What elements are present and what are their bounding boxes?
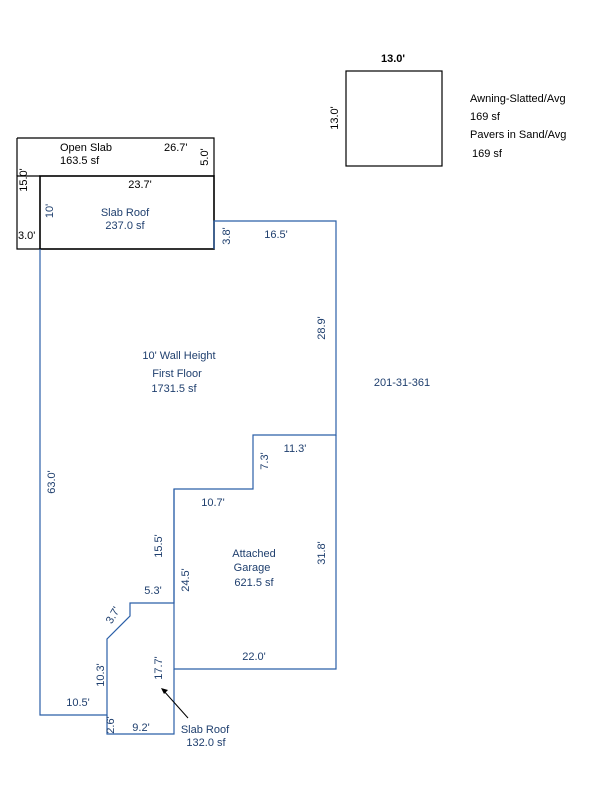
slab-roof-bottom-dim-left: 2.6'	[105, 716, 117, 733]
first-floor-dim-mid-top: 10.7'	[201, 497, 225, 509]
first-floor-dim-right: 28.9'	[316, 316, 328, 340]
garage-name-line2: Garage	[234, 562, 271, 574]
open-slab-dim-bottom-left: 3.0'	[18, 230, 35, 242]
pavers-label: Pavers in Sand/Avg	[470, 129, 566, 141]
open-slab-left-outline	[16, 175, 40, 250]
first-floor-dim-inner-right: 7.3'	[259, 452, 271, 469]
awning-label: Awning-Slatted/Avg	[470, 93, 566, 105]
slab-roof-leader-line	[162, 689, 189, 719]
first-floor-dim-top-right: 16.5'	[264, 229, 288, 241]
first-floor-name: First Floor	[152, 368, 202, 380]
slab-roof-leader-arrow-icon	[161, 688, 168, 694]
first-floor-dim-low-left: 10.3'	[95, 663, 107, 687]
slab-roof-bottom-name: Slab Roof	[181, 724, 230, 736]
slab-roof-top-dim-left: 10'	[44, 204, 56, 218]
open-slab-name: Open Slab	[60, 142, 112, 154]
first-floor-dim-notch-top: 5.3'	[144, 585, 161, 597]
garage-dim-right: 31.8'	[316, 541, 328, 565]
slab-roof-top-area: 237.0 sf	[105, 220, 145, 232]
garage-area: 621.5 sf	[234, 577, 274, 589]
first-floor-area: 1731.5 sf	[151, 383, 197, 395]
first-floor-dim-step: 3.8'	[221, 227, 233, 244]
open-slab-dim-top: 26.7'	[164, 142, 188, 154]
slab-roof-top-name: Slab Roof	[101, 207, 150, 219]
first-floor-dim-diag: 3.7'	[104, 605, 123, 626]
garage-dim-left: 24.5'	[180, 568, 192, 592]
first-floor-wall-height: 10' Wall Height	[142, 350, 215, 362]
open-slab-area: 163.5 sf	[60, 155, 100, 167]
first-floor-outline	[39, 220, 337, 716]
slab-roof-top-outline	[39, 175, 215, 250]
parcel-id: 201-31-361	[374, 377, 430, 389]
awning-area: 169 sf	[470, 111, 501, 123]
first-floor-dim-left: 63.0'	[46, 470, 58, 494]
slab-roof-bottom-dim-right: 17.7'	[153, 656, 165, 680]
first-floor-dim-bottom: 10.5'	[66, 697, 90, 709]
slab-roof-bottom-dim-bottom: 9.2'	[132, 722, 149, 734]
slab-roof-bottom-outline	[106, 669, 175, 735]
open-slab-top-outline	[17, 137, 215, 176]
slab-roof-top-dim-top: 23.7'	[128, 179, 152, 191]
awning-dim-top: 13.0'	[381, 53, 405, 65]
open-slab-dim-right: 5.0'	[199, 148, 211, 165]
garage-dim-bottom: 22.0'	[242, 651, 266, 663]
garage-outline	[173, 435, 337, 670]
awning-outline	[345, 70, 443, 167]
garage-name-line1: Attached	[232, 548, 275, 560]
open-slab-dim-left: 15.0'	[18, 168, 30, 192]
first-floor-dim-inner-top: 11.3'	[284, 443, 307, 455]
first-floor-dim-mid-left: 15.5'	[153, 534, 165, 558]
pavers-area: 169 sf	[472, 148, 503, 160]
awning-dim-left: 13.0'	[329, 106, 341, 130]
slab-roof-bottom-area: 132.0 sf	[186, 737, 226, 749]
